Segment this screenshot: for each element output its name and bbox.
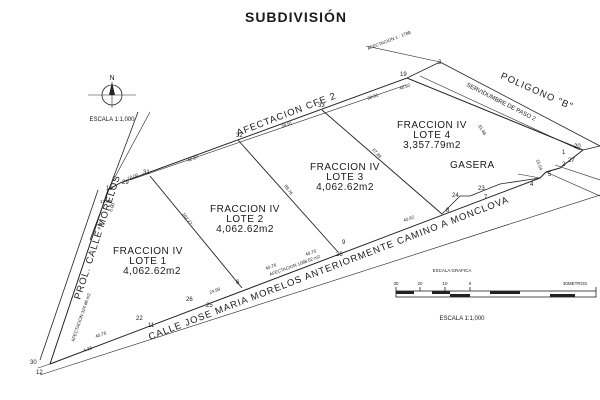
dimension-label: 40.97 xyxy=(187,154,200,163)
scale-tick: 30 xyxy=(393,281,399,286)
vertex-label: 19 xyxy=(400,72,407,78)
vertex-label: 25 xyxy=(206,303,213,309)
dimension-label: 13.00 xyxy=(100,199,112,204)
vertex-labels: 19 3 33 32 31 29 13 12 30 11 22 26 25 6 … xyxy=(30,60,581,376)
dimension-label: 38.91 xyxy=(367,92,380,101)
vertex-label: 28 xyxy=(336,252,343,258)
lot-2: FRACCION IV LOTE 2 4,062.62m2 xyxy=(210,204,280,235)
lot-4-name: FRACCION IV xyxy=(397,120,467,131)
dimension-label: 39.91 xyxy=(281,120,294,129)
lot-3-name: FRACCION IV xyxy=(310,162,380,173)
afectacion-top-label: AFECTACION 1 : 1788 xyxy=(367,30,412,51)
dimension-label: 40.76 xyxy=(95,330,108,339)
lot-2-name: FRACCION IV xyxy=(210,204,280,215)
vertex-label: 31 xyxy=(143,170,150,176)
vertex-label: 33 xyxy=(318,103,325,109)
north-scale-label: ESCALA 1:1,000 xyxy=(89,117,135,123)
vertex-label: 20 xyxy=(574,144,581,150)
lot-1-name: FRACCION IV xyxy=(113,246,183,257)
vertex-label: 7 xyxy=(484,195,488,201)
vertex-label: 4 xyxy=(530,182,534,188)
subdivision-boundary xyxy=(37,45,600,376)
dimension-label: 10.00 xyxy=(127,172,140,181)
vertex-label: 13 xyxy=(106,186,113,192)
lot-4-area: 3,357.79m2 xyxy=(403,140,461,151)
dimension-label: 89.76 xyxy=(283,184,294,196)
graphic-scale-label: ESCALA 1:1,000 xyxy=(439,316,485,322)
dimension-label: 40.62 xyxy=(403,214,416,223)
vertex-label: 11 xyxy=(148,323,155,329)
gasera-label: GASERA xyxy=(450,160,495,171)
lot-1: FRACCION IV LOTE 1 4,062.62m2 xyxy=(113,246,183,277)
lot-4-lote: LOTE 4 xyxy=(413,130,450,141)
dimension-label: 4.00 xyxy=(96,220,104,230)
lot-3: FRACCION IV LOTE 3 4,062.62m2 xyxy=(310,162,380,193)
vertex-label: 24 xyxy=(452,193,459,199)
dimension-label: 40.92 xyxy=(399,82,412,91)
lot-1-area: 4,062.62m2 xyxy=(123,266,181,277)
scale-tick: 10 xyxy=(442,281,448,286)
vertex-label: 8 xyxy=(446,208,450,214)
lot-3-lote: LOTE 3 xyxy=(326,172,363,183)
vertex-label: 12 xyxy=(36,370,43,376)
vertex-label: 32 xyxy=(236,133,243,139)
scale-tick: 30METROS xyxy=(563,281,587,286)
vertex-label: 30 xyxy=(30,360,37,366)
plan-title: SUBDIVISIÓN xyxy=(245,8,347,25)
dimension-label: 15.04 xyxy=(535,159,544,172)
lot-4: FRACCION IV LOTE 4 3,357.79m2 xyxy=(397,120,467,151)
scale-tick: 0 xyxy=(469,281,472,286)
dimension-label: 81.68 xyxy=(477,124,487,137)
vertex-label: 6 xyxy=(236,280,240,286)
dimension-label: 6.00 xyxy=(108,202,116,212)
dimension-labels: 10.00 40.97 39.91 38.91 40.92 13.00 6.00… xyxy=(83,82,544,353)
dimension-label: 40.76 xyxy=(265,262,278,271)
scale-tick: 20 xyxy=(417,281,423,286)
dimension-label: 87.89 xyxy=(371,147,383,159)
lot-2-lote: LOTE 2 xyxy=(226,214,263,225)
vertex-label: 23 xyxy=(478,186,485,192)
vertex-label: 1 xyxy=(562,150,566,156)
vertex-label: 5 xyxy=(548,172,552,178)
vertex-label: 29 xyxy=(122,180,129,186)
afectacion-cfe-label: AFECTACION CFE 2 xyxy=(235,91,338,139)
vertex-label: 3 xyxy=(438,60,442,66)
dimension-label: 40.70 xyxy=(305,248,318,257)
vertex-label: 27 xyxy=(568,158,575,164)
north-arrow-icon: N xyxy=(88,75,136,108)
lot-1-lote: LOTE 1 xyxy=(129,256,166,267)
graphic-scale-title: ESCALA GRAFICA xyxy=(433,268,472,273)
vertex-label: 22 xyxy=(136,316,143,322)
vertex-label: 9 xyxy=(342,240,346,246)
dimension-label: 102.27 xyxy=(181,212,193,227)
lot-3-area: 4,062.62m2 xyxy=(316,182,374,193)
north-letter: N xyxy=(109,75,114,82)
vertex-label: 2 xyxy=(562,162,566,168)
dimension-label: 4.33 xyxy=(83,345,93,353)
vertex-label: 26 xyxy=(186,297,193,303)
prol-calle-morelos-label: PROL. CALLE MORELOS xyxy=(72,174,123,301)
graphic-scale: ESCALA GRAFICA 30 20 10 0 30METROS ESCAL… xyxy=(393,268,597,322)
dimension-label: 24.90 xyxy=(209,286,222,295)
lot-2-area: 4,062.62m2 xyxy=(216,224,274,235)
